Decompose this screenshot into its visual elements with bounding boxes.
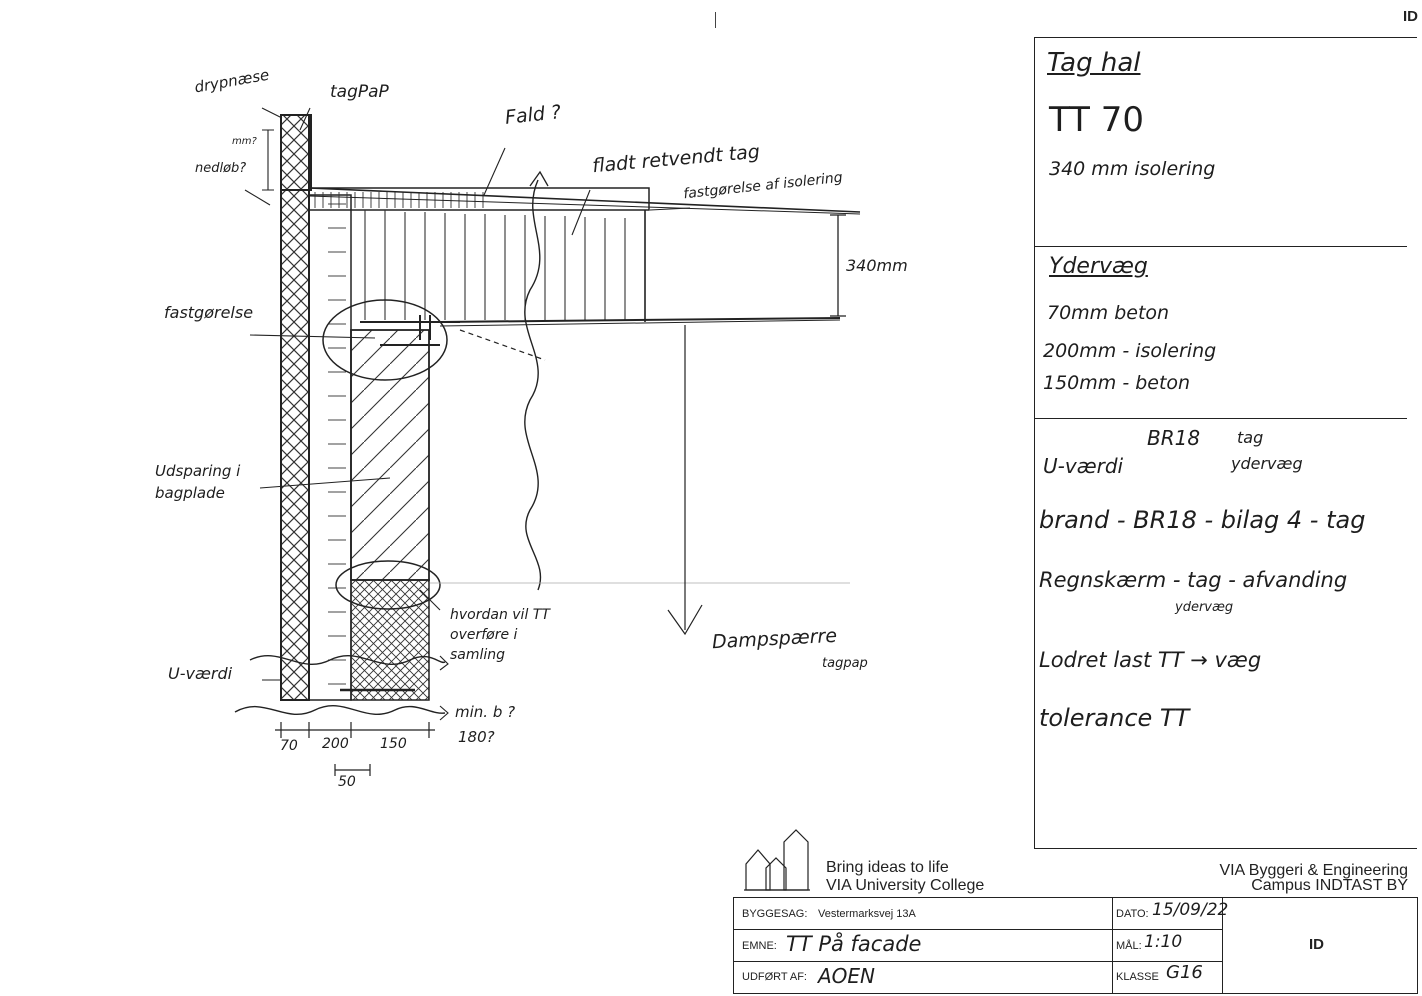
mal-label: MÅL: [1116,940,1142,952]
inner-concrete-leaf [350,329,430,581]
label-tagpap2: tagpap [822,656,868,671]
title-block: BYGGESAG: Vestermarksvej 13A EMNE: TT På… [733,897,1418,994]
klasse-label: KLASSE [1116,971,1159,983]
fixing-detail-circle [322,299,448,381]
tb-col-line-1 [1112,898,1113,993]
institution-line-2: Campus INDTAST BY [1251,877,1408,894]
byggesag-label: BYGGESAG: [742,908,808,920]
logo-line-1: Bring ideas to life [826,859,949,876]
check-brand: brand - BR18 - bilag 4 - tag [1039,506,1366,534]
emne-value: TT På facade [786,932,922,956]
label-hvordan: hvordan vil TT overføre i samling [450,607,550,663]
break-line-1 [249,655,446,665]
wall-title: Ydervæg [1049,254,1148,279]
corner-mark: ID [1403,8,1418,25]
notes-separator-2 [1035,418,1407,419]
label-udsparing: Udsparing i bagplade [155,462,241,502]
label-dim-50: 50 [338,774,356,790]
roof-underside-2 [439,319,841,327]
byggesag-value: Vestermarksvej 13A [818,908,916,920]
label-340mm: 340mm [846,256,908,275]
construction-detail-sketch [234,107,861,776]
joint-detail-circle [335,560,441,610]
label-fastgorelse: fastgørelse [164,303,254,322]
logo-line-2: VIA University College [826,877,985,894]
label-dim-200: 200 [322,736,349,752]
roof-underside [439,317,841,323]
top-tick [715,12,716,28]
break-line-2 [234,705,446,715]
klasse-value: G16 [1166,962,1203,983]
label-nedlob: nedløb? [195,161,247,176]
title-block-id: ID [1309,936,1324,953]
wall-line-3: 150mm - beton [1043,372,1191,394]
roof-type: TT 70 [1049,100,1145,140]
label-min-b: min. b ? [455,703,516,721]
roof-insulation [308,187,650,211]
label-leaders [244,107,691,721]
roof-insulation: 340 mm isolering [1049,158,1216,180]
check-tolerance: tolerance TT [1039,704,1190,732]
dato-label: DATO: [1116,908,1149,920]
roof-slope-line [308,187,861,213]
inner-leaf-lower [350,579,430,701]
parapet [280,114,312,191]
wall-line-2: 200mm - isolering [1043,340,1217,362]
roof-title: Tag hal [1047,48,1141,78]
notes-panel: Tag hal TT 70 340 mm isolering Ydervæg 7… [1034,37,1417,849]
check-lodret: Lodret last TT → væg [1039,648,1262,672]
fixing-bracket [360,315,460,346]
check-br18-ydervaeg: ydervæg [1231,454,1303,473]
label-mm: mm? [232,136,257,147]
check-uvardi: U-værdi [1043,454,1124,478]
break-line-vertical [524,179,542,591]
dim-bottom-line [275,722,435,738]
wall-line-1: 70mm beton [1047,302,1170,324]
outer-concrete-leaf [280,114,310,701]
tt-element-ribs [364,210,626,320]
check-regnskaerm: Regnskærm - tag - afvanding [1039,568,1348,592]
emne-label: EMNE: [742,940,777,952]
check-br18-tag: tag [1237,428,1264,447]
institution-line-1: VIA Byggeri & Engineering [1219,862,1408,879]
tb-row-line-1 [734,929,1223,930]
via-logo-icon [744,829,810,891]
dato-value: 15/09/22 [1152,900,1229,920]
label-uvardi-sketch: U-værdi [168,664,233,683]
notes-separator-1 [1035,246,1407,247]
check-br18: BR18 [1147,426,1201,450]
dashed-underside [459,329,546,361]
tb-col-line-2 [1222,898,1223,993]
label-dim-150: 150 [380,736,407,752]
label-tagpap: tagPaP [330,82,389,102]
mal-value: 1:10 [1144,932,1183,952]
label-dim-70: 70 [280,738,298,754]
dim-50-line [334,764,371,776]
udfort-label: UDFØRT AF: [742,971,807,983]
check-regnskaerm-sub: ydervæg [1175,600,1234,615]
label-180: 180? [458,728,495,746]
wall-insulation [308,194,352,701]
tb-row-line-2 [734,961,1223,962]
udfort-value: AOEN [818,964,876,988]
